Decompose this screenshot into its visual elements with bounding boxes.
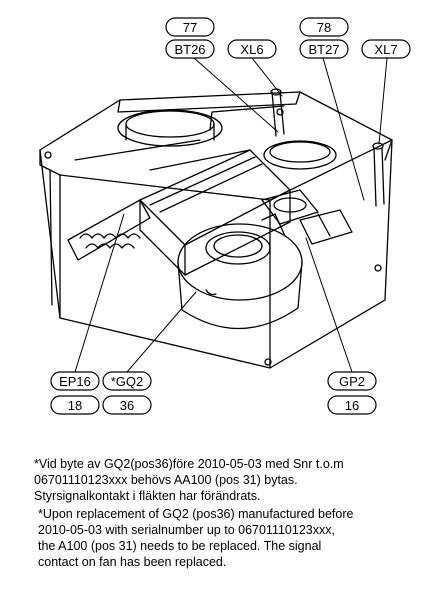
note-line: 06701110123xxx behövs AA100 (pos 31) byt… (34, 473, 298, 487)
cabinet-housing (39, 91, 393, 369)
gp2-fan-motor (261, 189, 353, 245)
callout-gp2-pill (327, 371, 377, 391)
heat-exchanger (139, 149, 291, 276)
callout-bt27-pos: 78 (317, 20, 331, 35)
note-line: the A100 (pos 31) needs to be replaced. … (38, 539, 322, 553)
callout-gq2: *GQ2 (111, 374, 144, 389)
callout-xl6: XL6 (240, 42, 263, 57)
callout-gq2-pill (102, 371, 152, 391)
note-line: 2010-05-03 with serialnumber up to 06701… (38, 523, 335, 537)
callout-bt27: BT27 (308, 42, 339, 57)
callout-bt27-pill (299, 39, 349, 59)
replacement-notes: *Vid byte av GQ2(pos36)före 2010-05-03 m… (34, 456, 418, 570)
leader-lines (74, 57, 388, 373)
callout-xl6-pill (227, 39, 277, 59)
sensor-pipes (209, 88, 385, 207)
callout-gq2-pos-pill (102, 395, 152, 415)
callout-ep16: EP16 (59, 374, 91, 389)
callout-gp2-pos-pill (327, 395, 377, 415)
gq2-fan (177, 213, 303, 330)
callout-ep16-pill (50, 371, 100, 391)
callout-bt26-pill (165, 39, 215, 59)
note-line: *Vid byte av GQ2(pos36)före 2010-05-03 m… (34, 457, 344, 471)
callout-bt27-pos-pill (299, 17, 349, 37)
callout-bt26-pos: 77 (183, 20, 197, 35)
callout-gp2-pos: 16 (345, 398, 359, 413)
note-line: contact on fan has been replaced. (38, 555, 227, 569)
note-line: Styrsignalkontakt i fläkten har förändra… (34, 489, 261, 503)
callout-gq2-pos: 36 (120, 398, 134, 413)
exploded-unit-diagram: 77 BT26 XL6 78 BT27 XL7 EP16 18 *GQ2 36 … (39, 17, 411, 415)
ep16-heater-coil (67, 199, 151, 261)
callout-xl7: XL7 (374, 42, 397, 57)
callout-gp2: GP2 (339, 374, 365, 389)
callout-xl7-pill (361, 39, 411, 59)
note-line: *Upon replacement of GQ2 (pos36) manufac… (38, 507, 354, 521)
callout-ep16-pos: 18 (68, 398, 82, 413)
note-english: *Upon replacement of GQ2 (pos36) manufac… (38, 506, 418, 570)
note-swedish: *Vid byte av GQ2(pos36)före 2010-05-03 m… (34, 456, 418, 504)
duct-openings (117, 109, 337, 170)
callout-bt26-pos-pill (165, 17, 215, 37)
callout-bt26: BT26 (174, 42, 205, 57)
callout-ep16-pos-pill (50, 395, 100, 415)
